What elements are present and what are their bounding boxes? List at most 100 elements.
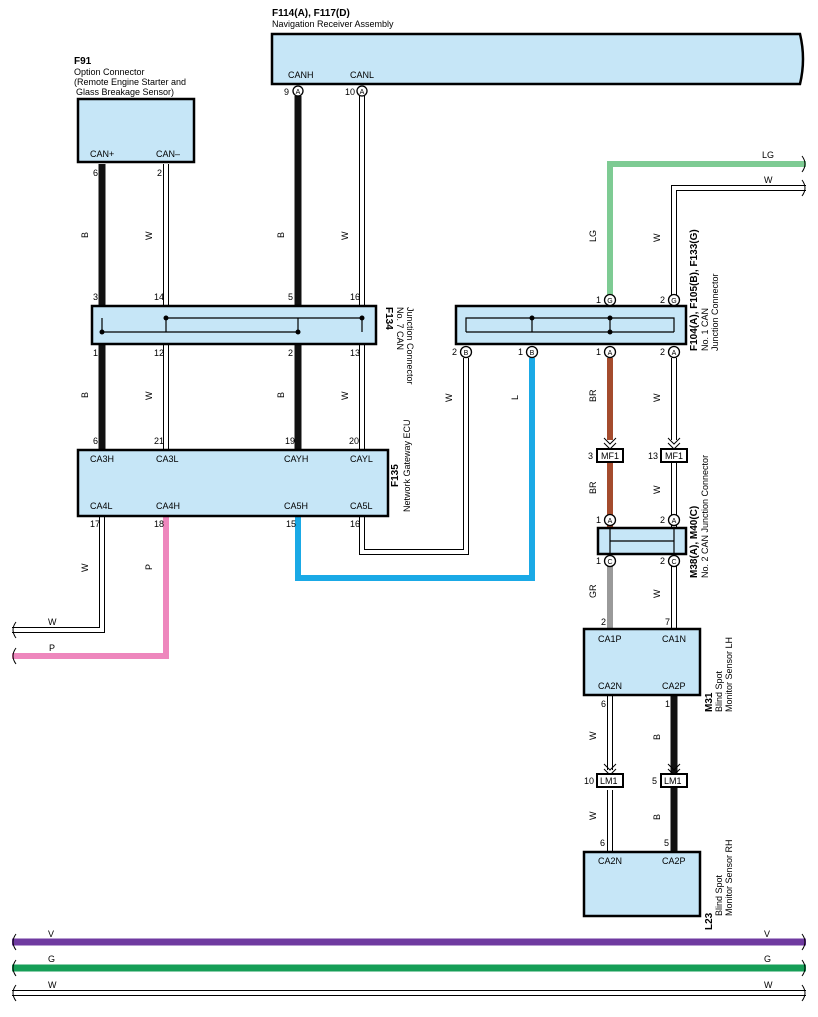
mf1-pin-2: 13 (648, 451, 658, 461)
f104-bottom-no-3: 1 (596, 347, 601, 357)
f104-pin-g1 (603, 293, 617, 307)
m38-id: M38(A), M40(C) (689, 506, 700, 578)
wl-left-p: P (49, 643, 55, 653)
nav-pin-a-1 (292, 85, 304, 97)
f134-id: F134 (383, 307, 394, 330)
wl-f134-b3: B (276, 392, 286, 398)
wl-mf1-br: BR (588, 481, 598, 494)
wl-lm1-w: W (588, 811, 598, 820)
wl-f135-w: W (80, 563, 90, 572)
f104-pin-b1 (525, 345, 539, 359)
f134-bottom-pin-3: 2 (288, 348, 293, 358)
m38-top-no-2: 2 (660, 515, 665, 525)
wl-w-vertical: W (652, 233, 662, 242)
m31-name-1: Blind Spot (714, 670, 724, 712)
wl-mf1-w: W (652, 485, 662, 494)
nav-pin-no-1: 9 (284, 87, 289, 97)
wl-f135-p: P (144, 564, 154, 570)
f135-bottom-pin-1: 17 (90, 519, 100, 529)
f104-id: F104(A), F105(B), F133(G) (689, 229, 700, 351)
f135-top-pin-3: 19 (285, 436, 295, 446)
colored-wires (12, 161, 806, 972)
nav-pin-letter-2: A (360, 89, 365, 96)
f134-bottom-pin-1: 1 (93, 348, 98, 358)
wl-m31-b: B (652, 734, 662, 740)
wire-labels: B W B W B W B W LG W W L BR W BR W GR W … (48, 150, 774, 990)
f104-bottom-no-4: 2 (660, 347, 665, 357)
wl-bottom-g-l: G (48, 954, 55, 964)
wire-break-marks (12, 155, 806, 1002)
m38-junction-connector: A A C C 1 2 1 2 M38(A), M40(C) No. 2 CAN… (596, 455, 710, 578)
nav-pin-a-2 (356, 85, 368, 97)
lm1-below-pin-1: 6 (600, 838, 605, 848)
lm1-pin-2: 5 (652, 776, 657, 786)
wl-top-right-lg: LG (762, 150, 774, 160)
f135-name: Network Gateway ECU (402, 419, 412, 512)
f134-name-2: Junction Connector (405, 307, 415, 385)
f135-label-ca4h: CA4H (156, 501, 180, 511)
m31-label-ca2n: CA2N (598, 681, 622, 691)
wl-f134-b1: B (80, 392, 90, 398)
f91-id: F91 (74, 56, 92, 67)
f104-bottom-no-1: 2 (452, 347, 457, 357)
f104-top-letter-2: G (671, 298, 676, 305)
wl-f134-b4: W (340, 391, 350, 400)
m38-bottom-no-1: 1 (596, 556, 601, 566)
f135-label-cayh: CAYH (284, 454, 308, 464)
l23-name-1: Blind Spot (714, 874, 724, 916)
mf1-pin-1: 3 (588, 451, 593, 461)
m31-name-2: Monitor Sensor LH (724, 637, 734, 712)
f135-label-ca5h: CA5H (284, 501, 308, 511)
f104-pin-g2 (667, 293, 681, 307)
wl-bottom-w-l: W (48, 980, 57, 990)
f104-pin-a2 (667, 345, 681, 359)
f104-pin-b2 (459, 345, 473, 359)
lm1-label-2: LM1 (664, 776, 682, 786)
m31-bottom-pin-2: 1 (665, 699, 670, 709)
f91-name-2: (Remote Engine Starter and (74, 77, 186, 87)
f104-top-letter-1: G (607, 298, 612, 305)
wl-bottom-v-r: V (764, 929, 770, 939)
nav-pin-canl: CANL (350, 70, 374, 80)
f135-bottom-pin-4: 16 (350, 519, 360, 529)
wl-m38-gr: GR (588, 584, 598, 598)
m31-label-ca1n: CA1N (662, 634, 686, 644)
f91-pin-no-2: 2 (157, 168, 162, 178)
l23-label-ca2p: CA2P (662, 856, 686, 866)
wl-m38-w: W (652, 589, 662, 598)
f104-name-1: No. 1 CAN (700, 308, 710, 351)
wl-bottom-v-l: V (48, 929, 54, 939)
f104-pin-a1 (603, 345, 617, 359)
m38-bottom-letter-1: C (607, 559, 612, 566)
wl-f104-l: L (510, 395, 520, 400)
f135-bottom-pin-2: 18 (154, 519, 164, 529)
wl-f91-left: B (80, 232, 90, 238)
f104-bottom-letter-2: B (530, 350, 535, 357)
m31-bottom-pin-1: 6 (601, 699, 606, 709)
m38-bottom-letter-2: C (671, 559, 676, 566)
f135-label-ca3h: CA3H (90, 454, 114, 464)
wl-m31-w: W (588, 731, 598, 740)
wl-f104-w2: W (652, 393, 662, 402)
f104-bottom-letter-4: A (672, 350, 677, 357)
mf1-connector: MF1 MF1 3 13 (588, 437, 688, 463)
m38-name: No. 2 CAN Junction Connector (700, 455, 710, 578)
l23-blind-spot-rh: CA2N CA2P L23 Blind Spot Monitor Sensor … (582, 839, 734, 930)
m38-top-no-1: 1 (596, 515, 601, 525)
m31-blind-spot-lh: CA1P CA1N CA2N CA2P 2 7 6 1 M31 Blind Sp… (582, 617, 734, 712)
wl-f104-br: BR (588, 389, 598, 402)
f91-pin-canm: CAN– (156, 149, 180, 159)
f134-bottom-pin-2: 12 (154, 348, 164, 358)
f91-option-connector: F91 Option Connector (Remote Engine Star… (74, 56, 196, 178)
f135-label-ca4l: CA4L (90, 501, 113, 511)
f104-name-2: Junction Connector (710, 273, 720, 351)
wl-lm1-b: B (652, 814, 662, 820)
m31-top-pin-2: 7 (665, 617, 670, 627)
mf1-label-2: MF1 (665, 451, 683, 461)
wl-f91-right: W (144, 231, 154, 240)
f134-bottom-pin-4: 13 (350, 348, 360, 358)
wl-bottom-g-r: G (764, 954, 771, 964)
f135-top-pin-1: 6 (93, 436, 98, 446)
nav-receiver: F114(A), F117(D) Navigation Receiver Ass… (270, 8, 805, 97)
